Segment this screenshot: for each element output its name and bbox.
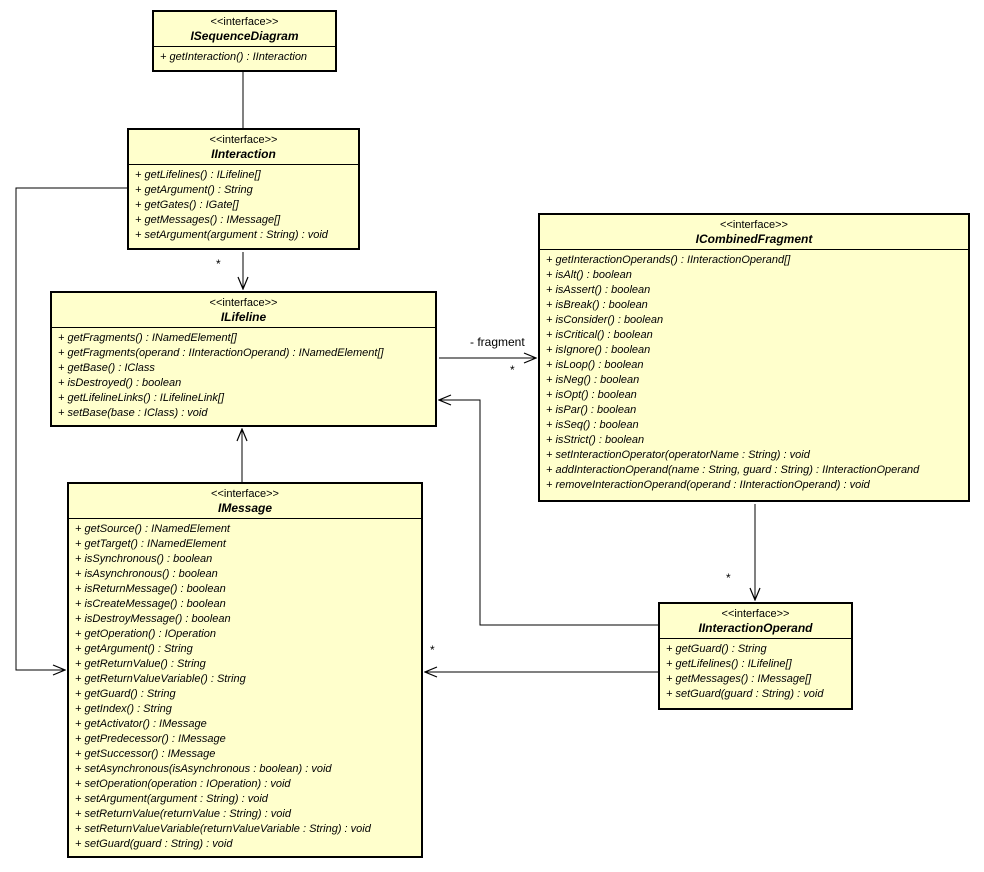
method-item: + getInteractionOperands() : IInteractio…: [546, 254, 791, 266]
method-item: + isLoop() : boolean: [546, 359, 644, 371]
method-item: + getMessages() : IMessage[]: [135, 214, 281, 226]
method-item: + getBase() : IClass: [58, 362, 155, 374]
interface-header: <<interface>> IInteraction: [129, 130, 358, 165]
interface-header: <<interface>> IInteractionOperand: [660, 604, 851, 639]
method-item: + isNeg() : boolean: [546, 374, 640, 386]
interface-box-iinteraction[interactable]: <<interface>> IInteraction + getLifeline…: [127, 128, 360, 250]
method-item: + getPredecessor() : IMessage: [75, 733, 226, 745]
method-item: + getLifelines() : ILifeline[]: [666, 658, 792, 670]
method-list: + getFragments() : INamedElement[] + getF…: [52, 328, 435, 424]
multiplicity-label-interaction-lifeline: *: [216, 257, 221, 271]
method-item: + getOperation() : IOperation: [75, 628, 216, 640]
method-list: + getLifelines() : ILifeline[] + getArgum…: [129, 165, 358, 246]
multiplicity-label-lifeline-fragment: *: [510, 363, 515, 377]
role-label-fragment: - fragment: [470, 335, 525, 349]
interface-box-imessage[interactable]: <<interface>> IMessage + getSource() : I…: [67, 482, 423, 858]
method-item: + getLifelineLinks() : ILifelineLink[]: [58, 392, 225, 404]
stereotype-label: <<interface>>: [209, 297, 278, 309]
interface-name: ISequenceDiagram: [190, 29, 299, 43]
interface-header: <<interface>> ISequenceDiagram: [154, 12, 335, 47]
method-item: + getActivator() : IMessage: [75, 718, 207, 730]
interface-name: ICombinedFragment: [695, 232, 813, 246]
method-item: + addInteractionOperand(name : String, g…: [546, 464, 920, 476]
interface-name: IInteraction: [211, 147, 276, 161]
method-item: + getFragments() : INamedElement[]: [58, 332, 237, 344]
interface-box-iinteractionoperand[interactable]: <<interface>> IInteractionOperand + getG…: [658, 602, 853, 710]
interface-name: IInteractionOperand: [698, 621, 813, 635]
method-item: + setBase(base : IClass) : void: [58, 407, 208, 419]
method-item: + setAsynchronous(isAsynchronous : boole…: [75, 763, 332, 775]
method-item: + setReturnValue(returnValue : String) :…: [75, 808, 291, 820]
interface-box-icombinedfragment[interactable]: <<interface>> ICombinedFragment + getInt…: [538, 213, 970, 502]
method-item: + isReturnMessage() : boolean: [75, 583, 226, 595]
method-item: + setReturnValueVariable(returnValueVari…: [75, 823, 371, 835]
method-list: + getInteraction() : IInteraction: [154, 47, 335, 68]
method-item: + isConsider() : boolean: [546, 314, 664, 326]
interface-name: IMessage: [217, 501, 273, 515]
method-item: + isCreateMessage() : boolean: [75, 598, 226, 610]
method-item: + getArgument() : String: [75, 643, 193, 655]
method-item: + isBreak() : boolean: [546, 299, 648, 311]
interface-box-ilifeline[interactable]: <<interface>> ILifeline + getFragments()…: [50, 291, 437, 427]
method-item: + getGuard() : String: [666, 643, 767, 655]
multiplicity-label-combinedfragment-operand: *: [726, 571, 731, 585]
method-item: + getGuard() : String: [75, 688, 176, 700]
method-item: + setInteractionOperator(operatorName : …: [546, 449, 810, 461]
method-item: + getReturnValueVariable() : String: [75, 673, 246, 685]
method-item: + setArgument(argument : String) : void: [135, 229, 328, 241]
interface-box-isequencediagram[interactable]: <<interface>> ISequenceDiagram + getInte…: [152, 10, 337, 72]
stereotype-label: <<interface>>: [721, 608, 790, 620]
method-item: + setOperation(operation : IOperation) :…: [75, 778, 291, 790]
stereotype-label: <<interface>>: [720, 219, 788, 231]
method-item: + getSource() : INamedElement: [75, 523, 230, 535]
method-item: + isAsynchronous() : boolean: [75, 568, 218, 580]
method-list: + getSource() : INamedElement + getTarget…: [69, 519, 421, 855]
method-item: + isSynchronous() : boolean: [75, 553, 213, 565]
method-item: + getInteraction() : IInteraction: [160, 51, 308, 63]
method-item: + getTarget() : INamedElement: [75, 538, 226, 550]
method-list: + getInteractionOperands() : IInteractio…: [540, 250, 968, 496]
multiplicity-label-operand-message: *: [430, 643, 435, 657]
method-item: + getFragments(operand : IInteractionOpe…: [58, 347, 384, 359]
method-item: + getReturnValue() : String: [75, 658, 206, 670]
stereotype-label: <<interface>>: [211, 488, 279, 500]
method-item: + setGuard(guard : String) : void: [75, 838, 233, 850]
method-item: + isDestroyMessage() : boolean: [75, 613, 231, 625]
interface-header: <<interface>> ICombinedFragment: [540, 215, 968, 250]
method-item: + isStrict() : boolean: [546, 434, 645, 446]
interface-name: ILifeline: [220, 310, 267, 324]
method-item: + isPar() : boolean: [546, 404, 637, 416]
stereotype-label: <<interface>>: [209, 134, 278, 146]
method-item: + isSeq() : boolean: [546, 419, 639, 431]
method-item: + isOpt() : boolean: [546, 389, 637, 401]
stereotype-label: <<interface>>: [210, 16, 279, 28]
method-item: + getSuccessor() : IMessage: [75, 748, 216, 760]
method-item: + removeInteractionOperand(operand : IIn…: [546, 479, 870, 491]
method-item: + getIndex() : String: [75, 703, 172, 715]
method-item: + isIgnore() : boolean: [546, 344, 651, 356]
method-item: + isAssert() : boolean: [546, 284, 651, 296]
interface-header: <<interface>> IMessage: [69, 484, 421, 519]
method-item: + setGuard(guard : String) : void: [666, 688, 824, 700]
method-item: + getGates() : IGate[]: [135, 199, 239, 211]
method-item: + isCritical() : boolean: [546, 329, 653, 341]
method-list: + getGuard() : String + getLifelines() : …: [660, 639, 851, 705]
method-item: + isDestroyed() : boolean: [58, 377, 182, 389]
interface-header: <<interface>> ILifeline: [52, 293, 435, 328]
method-item: + getLifelines() : ILifeline[]: [135, 169, 261, 181]
method-item: + getMessages() : IMessage[]: [666, 673, 812, 685]
method-item: + isAlt() : boolean: [546, 269, 632, 281]
method-item: + getArgument() : String: [135, 184, 253, 196]
method-item: + setArgument(argument : String) : void: [75, 793, 268, 805]
